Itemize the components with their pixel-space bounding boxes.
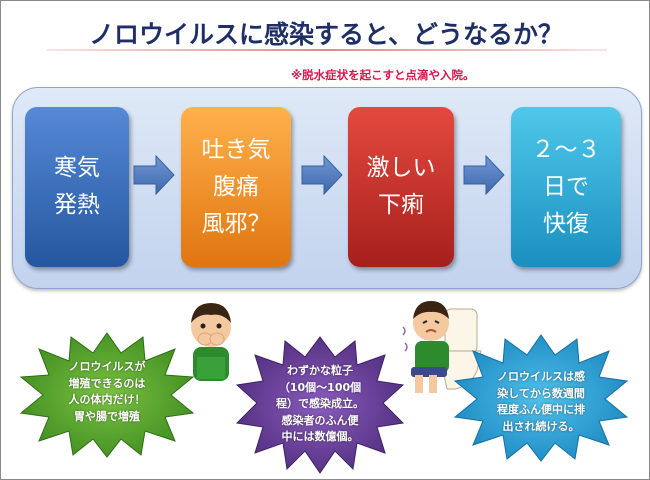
title-underline bbox=[47, 49, 607, 51]
right-arrow-icon bbox=[301, 154, 343, 196]
step-chills-fever: 寒気 発熱 bbox=[25, 107, 129, 267]
callout-blue-text: ノロウイルスは感 染してから数週間 程度ふん便中に排 出され続ける。 bbox=[497, 370, 585, 433]
right-arrow-icon bbox=[133, 154, 175, 196]
step-nausea-pain: 吐き気 腹痛 風邪？ bbox=[181, 107, 291, 267]
purple-starburst-callout bbox=[235, 336, 405, 474]
blue-starburst-callout bbox=[453, 334, 629, 462]
sick-boy-illustration bbox=[191, 303, 231, 381]
dehydration-note: ※脱水症状を起こすと点滴や入院。 bbox=[291, 68, 475, 82]
step-diarrhea: 激しい 下痢 bbox=[348, 107, 454, 267]
green-starburst-callout bbox=[19, 332, 195, 458]
callout-purple-text: わずかな粒子 （10個～100個 程）で感染成立。 感染者のふん便 中には数億個… bbox=[276, 364, 364, 443]
callout-green-text: ノロウイルスが 増殖できるのは 人の体内だけ！ 胃や腸で増殖 bbox=[68, 360, 146, 423]
page-title: ノロウイルスに感染すると、どうなるか？ bbox=[88, 20, 563, 49]
step-recovery: ２～３ 日で 快復 bbox=[511, 107, 621, 267]
right-arrow-icon bbox=[463, 154, 505, 196]
